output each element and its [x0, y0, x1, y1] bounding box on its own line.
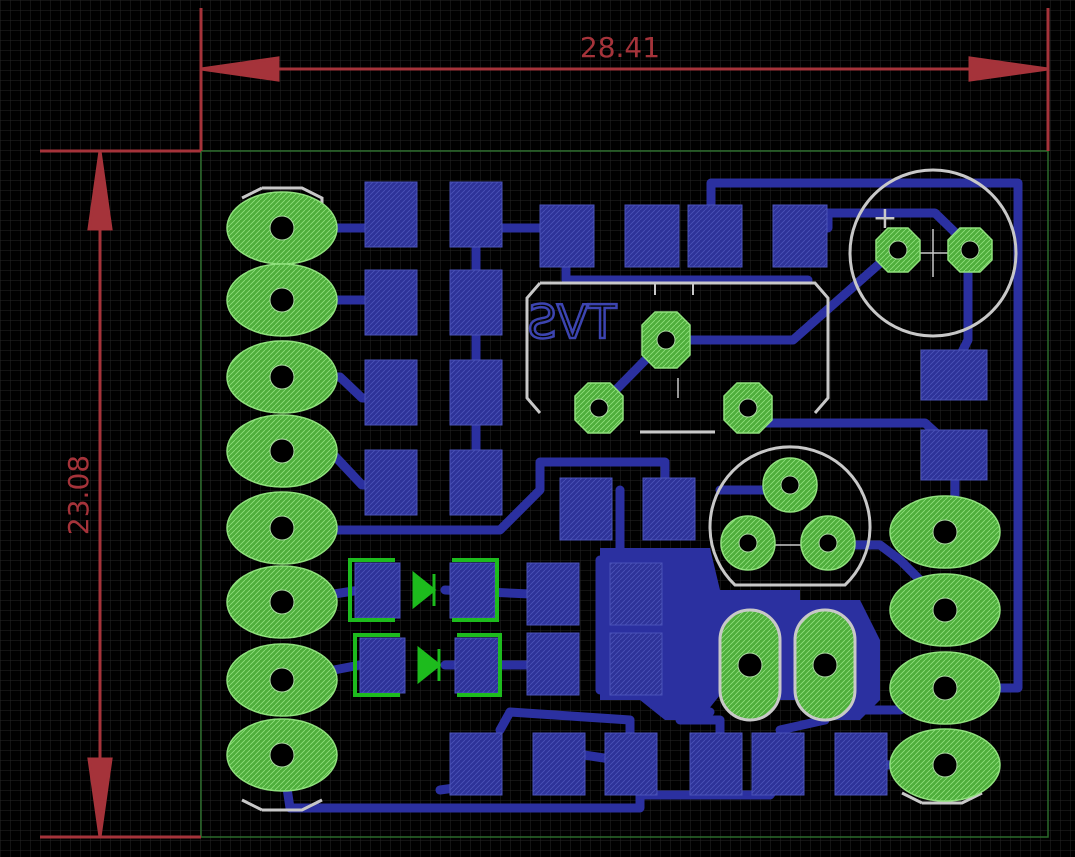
smd-pads [354, 181, 988, 796]
led-symbols [412, 570, 442, 685]
width-dimension-label: 28.41 [580, 31, 660, 64]
height-dimension-label: 23.08 [62, 455, 95, 535]
silkscreen [525, 168, 1018, 587]
board-outline [200, 150, 1049, 838]
width-dimension [199, 8, 1050, 151]
led-outlines [348, 558, 502, 697]
component-label-tvs: TVS [528, 295, 618, 349]
height-dimension [40, 149, 201, 839]
drill-holes [269, 215, 980, 778]
